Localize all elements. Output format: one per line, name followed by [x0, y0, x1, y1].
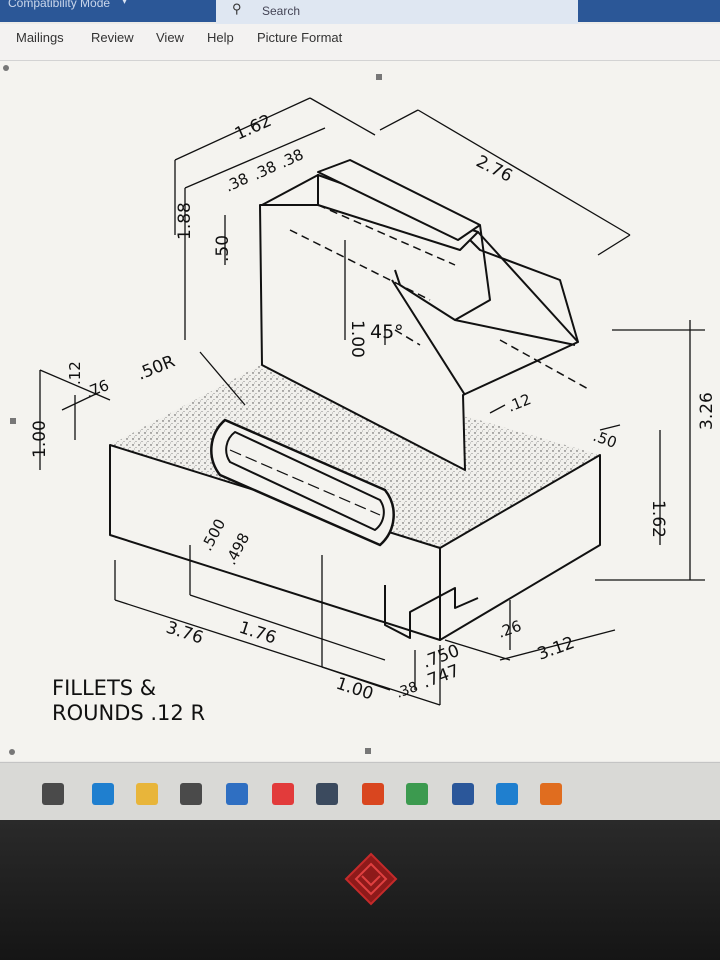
dim-label: .38 [394, 679, 420, 702]
dim-label: .50 [591, 427, 620, 452]
dim-label: .50R [134, 351, 178, 384]
selection-handle[interactable] [10, 418, 16, 424]
window-title: Compatibility Mode [8, 0, 111, 10]
dim-label: 1.62 [232, 111, 275, 145]
dim-label: 1.00 [347, 320, 367, 358]
monitor-screen: Compatibility Mode ▾ ⚲ Search Mailings R… [0, 0, 720, 820]
dim-label: 1.00 [30, 420, 50, 458]
slope-edges [391, 279, 576, 396]
document-canvas[interactable]: 1.62 2.76 .38 .38 .38 1.88 .50 1.00 45° … [0, 61, 720, 761]
search-input[interactable]: ⚲ Search [216, 0, 578, 24]
slot-inner [225, 431, 385, 531]
brand-logo [344, 852, 398, 906]
tab-view[interactable]: View [156, 30, 184, 45]
app-orange-icon[interactable] [540, 783, 562, 805]
terminal-icon[interactable] [316, 783, 338, 805]
slot-outer [210, 418, 395, 547]
dim-label: .50 [213, 235, 233, 262]
dim-label: .12 [505, 390, 534, 416]
dimension-lines [39, 97, 705, 706]
dim-label: 1.00 [333, 674, 375, 705]
upright-edge [261, 174, 319, 206]
dim-label: 45° [370, 321, 404, 343]
dim-label: 2.76 [473, 152, 516, 187]
dim-label: 1.62 [648, 500, 668, 538]
fillet-note: FILLETS & [52, 676, 156, 700]
dim-label: 3.12 [535, 633, 577, 665]
tab-help[interactable]: Help [207, 30, 234, 45]
dim-label: .38 [250, 157, 279, 183]
base-right-face [439, 454, 601, 641]
task-view-icon[interactable] [42, 783, 64, 805]
slot-centerline [229, 449, 381, 516]
search-placeholder: Search [262, 4, 301, 18]
dim-label: .12 [66, 361, 84, 385]
vpn-icon[interactable] [496, 783, 518, 805]
chevron-down-icon[interactable]: ▾ [122, 0, 128, 7]
technical-drawing[interactable]: 1.62 2.76 .38 .38 .38 1.88 .50 1.00 45° … [0, 61, 720, 761]
hidden-lines [289, 204, 591, 391]
selection-handle[interactable] [3, 65, 9, 71]
dim-label: .76 [83, 376, 112, 402]
upright-slope [477, 231, 579, 343]
office-icon[interactable] [362, 783, 384, 805]
tab-picture-format[interactable]: Picture Format [257, 30, 343, 45]
fillet-note: ROUNDS .12 R [52, 701, 205, 725]
edge-icon[interactable] [92, 783, 114, 805]
base-top-face [110, 360, 600, 548]
dim-label: .38 [277, 145, 306, 171]
dim-label: 3.26 [697, 392, 717, 430]
dim-label: 3.76 [163, 618, 205, 649]
dim-label: .38 [222, 169, 251, 195]
search-icon: ⚲ [232, 1, 242, 16]
base-notch [384, 585, 479, 639]
laptop-bezel [0, 820, 720, 960]
tab-mailings[interactable]: Mailings [16, 30, 64, 45]
chrome-icon[interactable] [406, 783, 428, 805]
word-icon[interactable] [452, 783, 474, 805]
dim-label: .26 [495, 617, 524, 642]
mail-icon[interactable] [226, 783, 248, 805]
file-explorer-icon[interactable] [136, 783, 158, 805]
ribbon-tabs: Mailings Review View Help Picture Format [0, 24, 720, 61]
selection-handle[interactable] [9, 749, 15, 755]
store-icon[interactable] [180, 783, 202, 805]
selection-handle[interactable] [376, 74, 382, 80]
app-red-icon[interactable] [272, 783, 294, 805]
dim-label: 1.88 [175, 202, 195, 240]
selection-handle[interactable] [365, 748, 371, 754]
taskbar [0, 762, 720, 820]
tab-review[interactable]: Review [91, 30, 134, 45]
